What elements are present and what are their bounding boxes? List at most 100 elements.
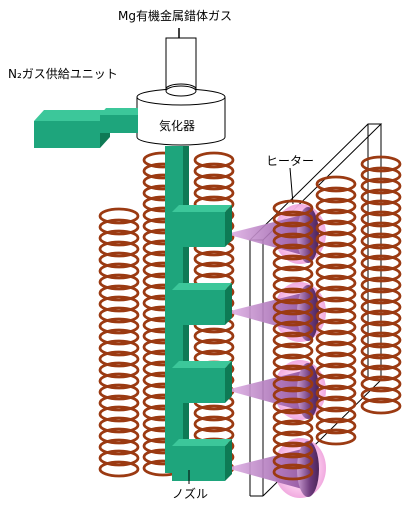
nozzle-side	[225, 439, 232, 481]
coil-loop	[272, 265, 314, 283]
coil-loop	[193, 261, 235, 279]
coil-loop	[315, 208, 357, 226]
coil-loop	[98, 449, 140, 467]
coil-loop	[193, 151, 235, 169]
coil-loop	[98, 295, 140, 313]
coil-loop	[315, 186, 357, 204]
coil-loop	[272, 375, 314, 393]
coil-loop	[272, 419, 314, 437]
coil-loop	[360, 320, 402, 338]
coil-loop	[315, 318, 357, 336]
coil-loop	[315, 395, 357, 413]
coil-loop	[193, 404, 235, 422]
coil-loop	[315, 428, 357, 446]
coil-loop	[98, 284, 140, 302]
coil-loop	[315, 296, 357, 314]
nozzle-top	[172, 283, 232, 290]
coil-loop	[360, 364, 402, 382]
coil-loop	[360, 375, 402, 393]
coil-loop	[315, 285, 357, 303]
coil-loop	[193, 415, 235, 433]
nozzle-label: ノズル	[172, 486, 208, 501]
coil-loop	[98, 273, 140, 291]
coil-loop	[98, 251, 140, 269]
coil-loop	[315, 406, 357, 424]
coil-loop	[360, 188, 402, 206]
coil-loop	[315, 417, 357, 435]
coil-loop	[272, 386, 314, 404]
coil-loop	[272, 320, 314, 338]
coil-loop	[360, 309, 402, 327]
coil-loop	[360, 155, 402, 173]
nozzle-front	[172, 446, 225, 481]
coil-loop	[272, 232, 314, 250]
coil-loop	[315, 241, 357, 259]
coil-loop	[98, 361, 140, 379]
coil-loop	[360, 243, 402, 261]
coil-loop	[315, 274, 357, 292]
coil-loop	[98, 438, 140, 456]
n2-unit-label: N₂ガス供給ユニット	[8, 67, 118, 81]
coil-loop	[272, 309, 314, 327]
coil-loop	[315, 362, 357, 380]
coil-loop	[360, 232, 402, 250]
nozzle-side	[225, 361, 232, 403]
nozzle-front	[172, 368, 225, 403]
coil-loop	[315, 230, 357, 248]
coil-loop	[272, 463, 314, 481]
coil-loop	[272, 199, 314, 217]
coil-loop	[360, 265, 402, 283]
coil-loop	[360, 276, 402, 294]
coil-loop	[360, 386, 402, 404]
coil-loop	[98, 350, 140, 368]
coil-loop	[272, 331, 314, 349]
coil-loop	[360, 397, 402, 415]
nozzle-top	[172, 205, 232, 212]
coil-loop	[272, 353, 314, 371]
nozzle-side	[225, 205, 232, 247]
coil-loop	[360, 177, 402, 195]
coil-loop	[272, 210, 314, 228]
coil-loop	[98, 405, 140, 423]
coil-loop	[193, 338, 235, 356]
coil-loop	[272, 430, 314, 448]
coil-loop	[272, 276, 314, 294]
coil-loop	[98, 207, 140, 225]
vaporizer	[136, 85, 226, 146]
coil-loop	[315, 252, 357, 270]
coil-loop	[315, 373, 357, 391]
nozzle-assembly	[172, 360, 326, 420]
coil-loop	[98, 240, 140, 258]
coil-loop	[315, 307, 357, 325]
coil-loop	[315, 340, 357, 358]
coil-loop	[272, 342, 314, 360]
coil-loop	[315, 263, 357, 281]
n2-connector-pipe	[100, 108, 138, 133]
nozzle-side	[225, 283, 232, 325]
coil-loop	[272, 221, 314, 239]
coil-loop	[315, 197, 357, 215]
coil-loop	[360, 342, 402, 360]
coil-loop	[98, 339, 140, 357]
heater-coil-right	[272, 155, 402, 481]
coil-loop	[98, 460, 140, 478]
coil-loop	[360, 298, 402, 316]
coil-loop	[360, 254, 402, 272]
coil-loop	[360, 353, 402, 371]
coil-loop	[272, 298, 314, 316]
coil-loop	[272, 364, 314, 382]
nozzle-front	[172, 290, 225, 325]
heater-label-line	[289, 167, 294, 205]
coil-loop	[272, 287, 314, 305]
coil-loop	[98, 416, 140, 434]
nozzle-top	[172, 361, 232, 368]
coil-loop	[98, 328, 140, 346]
coil-loop	[315, 219, 357, 237]
coil-loop	[193, 173, 235, 191]
coil-loop	[360, 199, 402, 217]
coil-loop	[360, 287, 402, 305]
coil-loop	[193, 327, 235, 345]
nozzle-front	[172, 212, 225, 247]
coil-loop	[272, 408, 314, 426]
